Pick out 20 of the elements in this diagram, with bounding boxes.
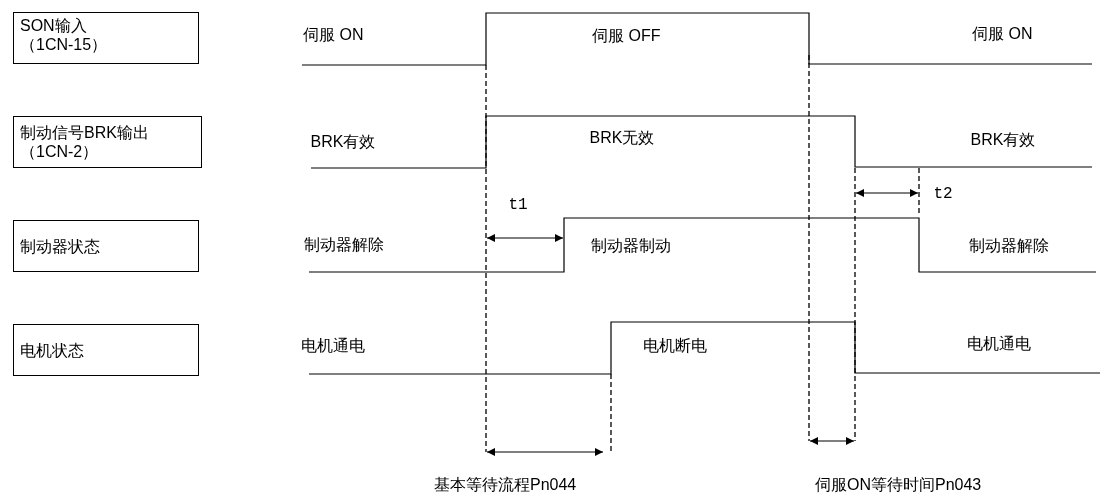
state-label: BRK有效 <box>310 132 376 152</box>
time-label: t1 <box>508 195 528 215</box>
state-label: 制动器解除 <box>304 235 384 255</box>
state-label: BRK无效 <box>589 128 655 148</box>
signal-name-box: SON输入（1CN-15） <box>13 12 199 64</box>
parameter-label: 伺服ON等待时间Pn043 <box>815 475 982 495</box>
state-label: 伺服 OFF <box>592 26 661 46</box>
state-label: 制动器制动 <box>591 236 671 256</box>
signal-name-box: 电机状态 <box>13 324 199 376</box>
time-label: t2 <box>933 184 953 204</box>
state-label: 制动器解除 <box>969 236 1049 256</box>
state-label: BRK有效 <box>970 130 1036 150</box>
state-label: 电机通电 <box>967 334 1031 354</box>
state-label: 伺服 ON <box>972 24 1033 44</box>
state-label: 电机断电 <box>643 336 707 356</box>
signal-name-box: 制动信号BRK输出（1CN-2） <box>13 116 202 168</box>
signal-name-box: 制动器状态 <box>13 220 199 272</box>
state-label: 电机通电 <box>301 336 365 356</box>
state-label: 伺服 ON <box>303 25 364 45</box>
parameter-label: 基本等待流程Pn044 <box>434 475 577 495</box>
